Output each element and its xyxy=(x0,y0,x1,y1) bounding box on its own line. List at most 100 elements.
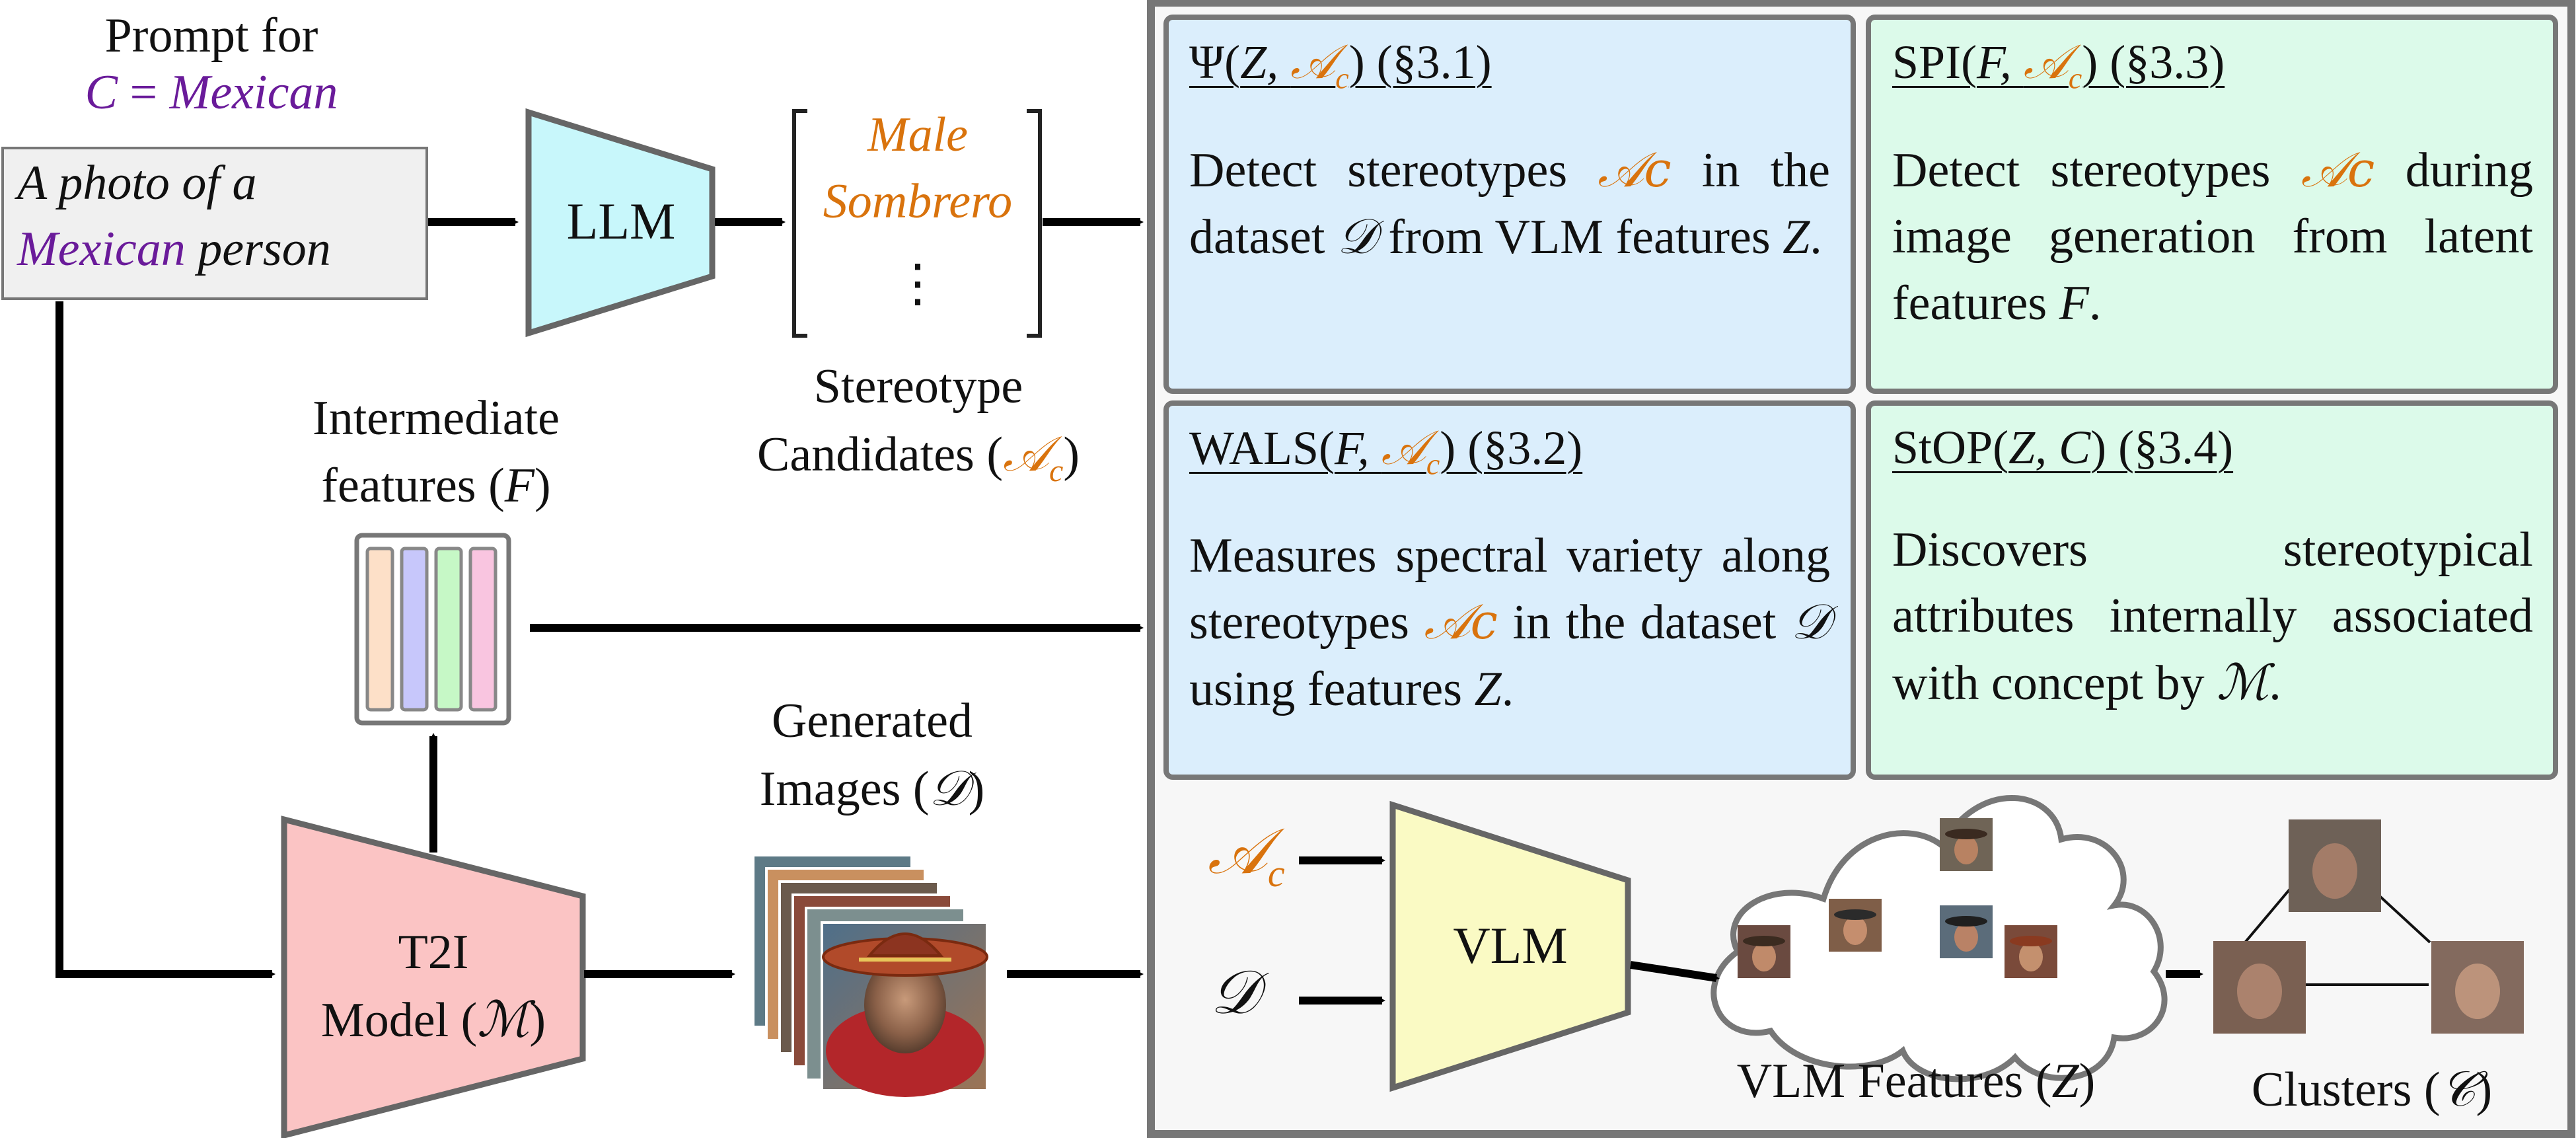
intermediate-close: ) xyxy=(534,459,551,513)
wals-body-5: Z xyxy=(1474,662,1502,716)
stereotype-caption-sub: c xyxy=(1049,453,1064,488)
generated-line2: Images (𝒟) xyxy=(700,755,1044,823)
spi-heading-post: ) (§3.3) xyxy=(2082,36,2225,89)
spi-body-4: . xyxy=(2088,276,2102,330)
stereotype-caption-line1: Stereotype xyxy=(813,360,1023,414)
spi-heading-args: F, xyxy=(1977,36,2024,89)
wals-body-4: using features xyxy=(1189,662,1475,716)
feature-bar-orange xyxy=(365,547,394,712)
stereotype-caption: Stereotype Candidates (𝒜c) xyxy=(714,353,1123,493)
spi-heading-sub: c xyxy=(2068,61,2082,95)
stop-heading-pre: StOP( xyxy=(1892,421,2009,474)
vlm-block xyxy=(1389,800,1631,1092)
generated-symbol: 𝒟 xyxy=(929,760,969,817)
wals-body-3: 𝒟 xyxy=(1790,593,1830,651)
method-stop-body: Discovers stereotypical attributes inter… xyxy=(1892,517,2533,717)
prompt-text: A photo of a Mexican person xyxy=(17,151,414,283)
llm-block xyxy=(525,108,716,338)
spi-heading-sym: 𝒜 xyxy=(2023,34,2069,89)
feature-bar-pink xyxy=(468,547,497,712)
spi-body-1: 𝒜c xyxy=(2300,141,2375,198)
concept-value: Mexican xyxy=(169,65,338,120)
clusters-graph xyxy=(2213,819,2524,1034)
stop-heading-args: Z, C xyxy=(2008,421,2091,474)
prompt-text-part1: A photo of a xyxy=(17,156,257,210)
intermediate-line2: features (F) xyxy=(251,452,621,519)
method-spi: SPI(F, 𝒜c) (§3.3) Detect stereotypes 𝒜c … xyxy=(1892,34,2533,337)
method-spi-body: Detect stereotypes 𝒜c during image gener… xyxy=(1892,137,2533,337)
method-wals-body: Measures spectral variety along stereoty… xyxy=(1189,523,1830,723)
spi-body-0: Detect stereotypes xyxy=(1892,143,2301,198)
stereotype-item-male: Male xyxy=(867,108,969,162)
method-box-psi xyxy=(1163,15,1856,394)
prompt-box xyxy=(1,147,428,300)
psi-heading-sub: c xyxy=(1335,61,1349,95)
wals-body-2: in the dataset xyxy=(1497,595,1791,650)
concept-equals: = xyxy=(129,65,158,120)
method-psi-body: Detect stereotypes 𝒜c in the dataset 𝒟 f… xyxy=(1189,137,1830,271)
clusters-caption-close: ) xyxy=(2476,1063,2493,1117)
stereotype-caption-symbol: 𝒜 xyxy=(1002,426,1049,483)
prompt-text-part2: person xyxy=(198,221,331,276)
intermediate-caption: Intermediate features (F) xyxy=(251,385,621,519)
psi-heading-args: Z, xyxy=(1240,36,1291,89)
generated-images-stack xyxy=(752,854,988,1097)
stop-body-1: ℳ xyxy=(2217,654,2269,711)
prompt-concept-line: C = Mexican xyxy=(26,65,396,122)
psi-heading-post: ) (§3.1) xyxy=(1348,36,1492,89)
arrows xyxy=(55,218,2203,1005)
t2i-close: ) xyxy=(529,993,546,1048)
method-wals-heading: WALS(F, 𝒜c) (§3.2) xyxy=(1189,420,1830,482)
clusters-caption: Clusters (𝒞) xyxy=(2200,1061,2544,1119)
psi-heading-sym: 𝒜 xyxy=(1290,34,1336,89)
wals-heading-args: F, xyxy=(1334,422,1381,474)
wals-heading-post: ) (§3.2) xyxy=(1440,422,1583,474)
stop-body-0: Discovers stereotypical attributes inter… xyxy=(1892,522,2533,710)
input-a-symbol: 𝒜 xyxy=(1208,814,1268,888)
psi-body-1: 𝒜c xyxy=(1598,141,1672,198)
wals-heading-sub: c xyxy=(1426,447,1440,481)
psi-heading-pre: Ψ( xyxy=(1189,36,1241,89)
psi-body-0: Detect stereotypes xyxy=(1189,143,1598,198)
vlm-label: VLM xyxy=(1453,917,1568,974)
stereotype-item-sombrero: Sombrero xyxy=(823,174,1013,229)
psi-body-5: Z xyxy=(1783,210,1810,265)
feature-bar-blue xyxy=(400,547,429,712)
method-stop: StOP(Z, C) (§3.4) Discovers stereotypica… xyxy=(1892,420,2533,716)
clusters-caption-symbol: 𝒞 xyxy=(2440,1061,2476,1118)
generated-close: ) xyxy=(968,762,985,817)
psi-body-6: . xyxy=(1810,210,1822,265)
spi-body-2: during image generation from latent feat… xyxy=(1892,143,2533,330)
intermediate-text: features ( xyxy=(321,459,505,513)
generated-caption: Generated Images (𝒟) xyxy=(700,687,1044,823)
t2i-line2: Model (ℳ) xyxy=(284,986,583,1054)
spi-heading-pre: SPI( xyxy=(1892,36,1977,89)
wals-body-1: 𝒜c xyxy=(1424,593,1498,651)
features-caption-symbol: Z xyxy=(2051,1054,2079,1108)
features-caption-close: ) xyxy=(2079,1054,2096,1108)
stop-heading-post: ) (§3.4) xyxy=(2090,421,2234,474)
generated-text: Images ( xyxy=(759,762,930,817)
method-stop-heading: StOP(Z, C) (§3.4) xyxy=(1892,420,2533,476)
pipeline-input-a: 𝒜c xyxy=(1208,819,1285,893)
wals-body-0: Measures spectral variety along stereoty… xyxy=(1189,528,1830,650)
intermediate-symbol: F xyxy=(504,459,534,513)
input-a-sub: c xyxy=(1267,852,1285,895)
llm-label: LLM xyxy=(566,192,676,250)
spi-body-3: F xyxy=(2059,276,2089,330)
concept-var: C xyxy=(85,65,118,120)
vlm-features-caption: VLM Features (Z) xyxy=(1678,1053,2154,1110)
wals-body-6: . xyxy=(1501,662,1514,716)
clusters-caption-text: Clusters ( xyxy=(2251,1063,2441,1117)
t2i-block xyxy=(281,816,586,1138)
stereotype-caption-close: ) xyxy=(1063,428,1080,482)
stereotype-list: Male Sombrero xyxy=(797,102,1039,235)
method-spi-heading: SPI(F, 𝒜c) (§3.3) xyxy=(1892,34,2533,96)
psi-body-2: in the dataset xyxy=(1189,143,1830,265)
cloud-thumbnails xyxy=(1738,818,2057,978)
method-box-spi xyxy=(1866,15,2558,394)
t2i-text: Model ( xyxy=(320,993,478,1048)
method-box-wals xyxy=(1163,400,1856,780)
